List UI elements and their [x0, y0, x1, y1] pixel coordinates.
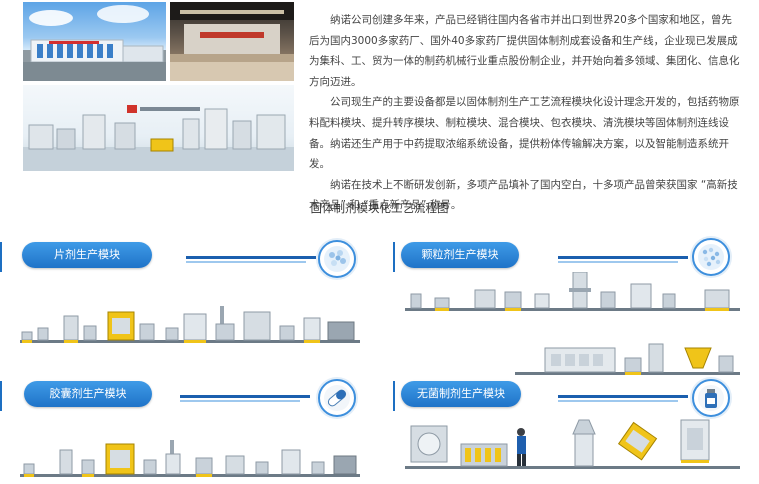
capsule-module-rule-thin: [180, 400, 300, 402]
tablet-equipment-line: [20, 306, 360, 346]
granule-module-header: 颗粒剂生产模块: [393, 242, 759, 268]
intro-paragraph-1: 纳诺公司创建多年来，产品已经销往国内各省市并出口到世界20多个国家和地区，曾先后…: [309, 14, 740, 88]
intro-paragraph-2: 公司现生产的主要设备都是以固体制剂生产工艺流程模块化设计理念开发的，包括药物原料…: [309, 96, 740, 171]
factory-illustration: [23, 5, 166, 81]
showroom-illustration: [23, 105, 294, 171]
factory-building-photo: [23, 2, 166, 81]
intro-paragraph-3: 纳诺在技术上不断研发创新，多项产品填补了国内空白，十多项产品曾荣获国家 “高新技…: [309, 178, 738, 212]
tablet-module-header: 片剂生产模块: [0, 242, 370, 268]
sterile-module-rule: [558, 395, 688, 398]
capsule-module-frame: [0, 381, 2, 411]
lobby-illustration: [170, 2, 294, 81]
granule-equipment-line-upper: [405, 271, 740, 314]
granule-module-rule: [558, 256, 688, 259]
granule-module-rule-thin: [558, 261, 678, 263]
tablet-module-label: 片剂生产模块: [22, 242, 152, 268]
capsule-module-label: 胶囊剂生产模块: [24, 381, 152, 407]
company-lobby-photo: [170, 2, 294, 81]
tablet-pills-icon: [318, 240, 356, 278]
sterile-module-frame: [393, 381, 395, 411]
capsule-equipment-line: [20, 440, 360, 480]
sterile-module-rule-thin: [558, 400, 678, 402]
granule-module-label: 颗粒剂生产模块: [401, 242, 519, 268]
sterile-vial-icon: [692, 379, 730, 417]
sterile-equipment-line: [405, 410, 740, 474]
tablet-module-rule: [186, 256, 316, 259]
tablet-module-rule-thin: [186, 261, 306, 263]
equipment-showroom-photo: [23, 85, 294, 171]
granule-module-frame: [393, 242, 395, 272]
sterile-module-header: 无菌制剂生产模块: [393, 381, 759, 407]
sterile-module-label: 无菌制剂生产模块: [401, 381, 521, 407]
company-intro: 纳诺公司创建多年来，产品已经销往国内各省市并出口到世界20多个国家和地区，曾先后…: [309, 10, 741, 216]
capsule-module-rule: [180, 395, 310, 398]
capsule-module-header: 胶囊剂生产模块: [0, 381, 370, 407]
granule-equipment-line-lower: [515, 334, 740, 378]
flow-chart-title: 固体制剂模块化工艺流程图: [310, 201, 449, 215]
granule-beads-icon: [692, 238, 730, 276]
capsule-pill-icon: [318, 379, 356, 417]
tablet-module-frame: [0, 242, 2, 272]
